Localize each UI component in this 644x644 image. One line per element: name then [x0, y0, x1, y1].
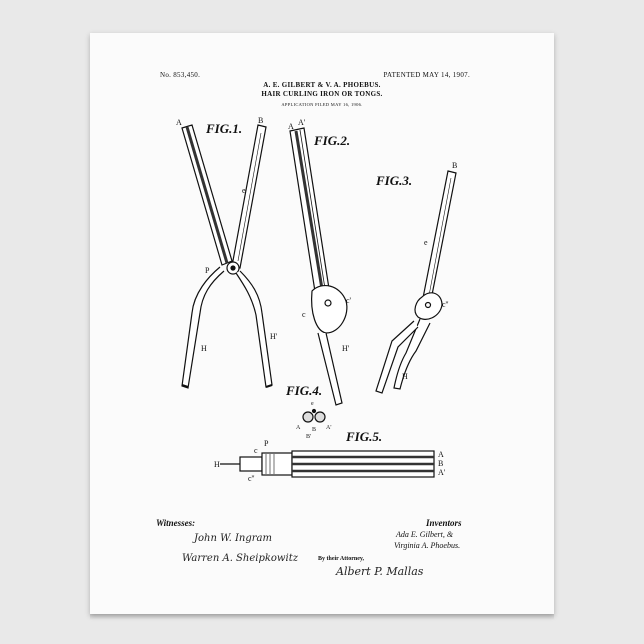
label-a-prime-fig5: A': [438, 468, 446, 477]
label-a-fig4: A: [296, 425, 301, 431]
label-b-fig1: B: [258, 116, 263, 125]
label-h-fig5: H: [214, 460, 220, 469]
inventor-name-2: Virginia A. Phoebus.: [394, 541, 460, 550]
label-e-fig1: e: [242, 186, 246, 195]
label-c-prime-fig2: c': [346, 296, 352, 305]
label-b-fig5: B: [438, 459, 443, 468]
label-b-prime-fig4: B': [306, 434, 311, 440]
attorney-signature: Albert P. Mallas: [336, 565, 423, 578]
figure-1-tongs: [182, 125, 272, 388]
fig2-label: FIG.2.: [313, 133, 350, 148]
fig1-label: FIG.1.: [205, 121, 242, 136]
figure-2-tongs: [290, 128, 347, 405]
fig3-label: FIG.3.: [375, 173, 412, 188]
witness-signature-1: John W. Ingram: [194, 533, 272, 544]
figure-3-tongs: [376, 171, 456, 393]
label-h-fig3: H: [402, 372, 408, 381]
label-p-fig5: P: [264, 439, 269, 448]
inventor-name-1: Ada E. Gilbert, &: [396, 530, 453, 539]
attorney-label: By their Attorney,: [318, 556, 364, 562]
label-h-prime-fig1: H': [270, 332, 278, 341]
patent-poster: No. 853,450. PATENTED MAY 14, 1907. A. E…: [90, 33, 554, 614]
label-a-fig2: A: [288, 122, 294, 131]
label-a-prime-fig4: A': [326, 425, 331, 431]
label-c-dbl-fig3: c'': [442, 300, 449, 309]
witnesses-label: Witnesses:: [156, 518, 195, 528]
label-a-fig5: A: [438, 450, 444, 459]
label-h-prime-fig2: H': [342, 344, 350, 353]
label-b-fig3: B: [452, 161, 457, 170]
label-a-fig1: A: [176, 118, 182, 127]
label-b-fig4: B: [312, 427, 316, 433]
fig5-label: FIG.5.: [345, 429, 382, 444]
label-h-fig1: H: [201, 344, 207, 353]
label-e-fig4: e: [311, 401, 314, 407]
witness-signature-2: Warren A. Sheipkowitz: [182, 553, 298, 564]
figure-4-cross-section: [303, 410, 325, 423]
label-p-fig1: P: [205, 266, 210, 275]
label-a-prime-fig2: A': [298, 118, 306, 127]
inventors-label: Inventors: [426, 518, 462, 528]
label-c-fig5: c: [254, 446, 258, 455]
label-e-fig3: e: [424, 238, 428, 247]
fig4-label: FIG.4.: [285, 383, 322, 398]
label-c-dbl-fig5: c'': [248, 474, 255, 483]
label-c-fig2: c: [302, 310, 306, 319]
